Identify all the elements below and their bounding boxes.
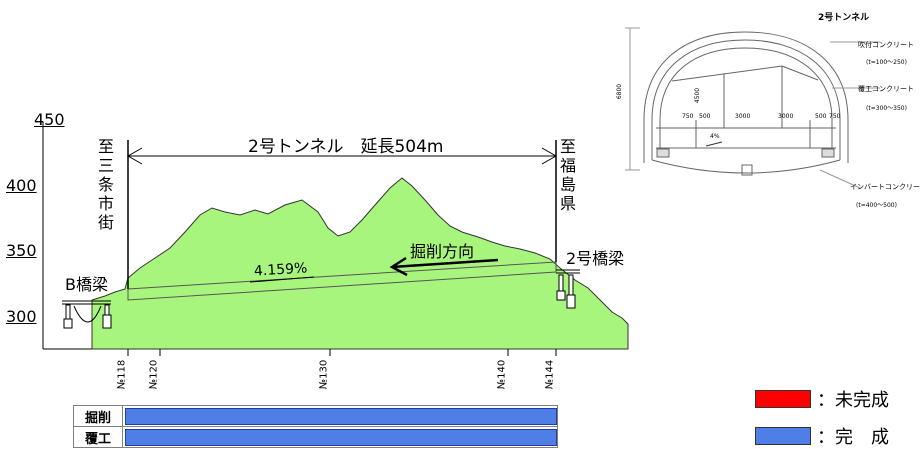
direction-label: 掘削方向 bbox=[410, 242, 475, 261]
station-ticks bbox=[127, 349, 557, 356]
b-bridge-structure bbox=[62, 300, 112, 329]
bar-cell-lining bbox=[122, 426, 558, 448]
tunnel-cross-section bbox=[625, 27, 880, 189]
task-excavation: 掘削 bbox=[73, 405, 123, 427]
dim-750-right: 750 bbox=[829, 113, 841, 120]
dim-500-right: 500 bbox=[815, 113, 827, 120]
gradient-underline bbox=[249, 276, 315, 283]
invert-label: インバートコンクリート bbox=[850, 183, 921, 191]
legend-swatch-blue bbox=[755, 427, 811, 445]
right-destination: 至福島県 bbox=[559, 137, 576, 213]
dim-750-left: 750 bbox=[682, 113, 694, 120]
tunnel-tube bbox=[127, 261, 557, 301]
shotcrete-label: 吹付コンクリート bbox=[858, 41, 914, 49]
legend-label-complete: ：完 成 bbox=[817, 427, 889, 448]
mountain-terrain bbox=[91, 177, 629, 350]
legend-label-incomplete: ：未完成 bbox=[817, 390, 889, 411]
progress-row-lining: 覆工 bbox=[73, 426, 558, 448]
station-140: №140 bbox=[496, 359, 508, 390]
dim-3000-left: 3000 bbox=[735, 113, 751, 120]
invert-thickness: (t=400〜500) bbox=[856, 202, 897, 209]
tunnel-title: 2号トンネル 延長504m bbox=[248, 137, 444, 157]
tunnel-length-arrow bbox=[126, 147, 558, 165]
dim-500-left: 500 bbox=[699, 113, 711, 120]
lining-thickness: (t=300〜350) bbox=[866, 105, 907, 112]
progress-bar-excavation bbox=[125, 407, 557, 425]
elevation-450: 450 bbox=[34, 110, 65, 129]
station-130: №130 bbox=[318, 359, 330, 390]
left-destination: 至三条市街 bbox=[97, 137, 114, 232]
station-118: №118 bbox=[116, 359, 128, 390]
legend-complete: ：完 成 bbox=[755, 423, 889, 449]
dim-height-total: 6800 bbox=[616, 83, 624, 100]
dim-3000-right: 3000 bbox=[778, 113, 794, 120]
b-bridge-label: B橋梁 bbox=[65, 275, 108, 294]
bar-cell-excavation bbox=[122, 405, 558, 427]
section-title: 2号トンネル bbox=[818, 13, 870, 23]
progress-row-excavation: 掘削 bbox=[73, 405, 558, 427]
excavation-direction-arrow bbox=[389, 256, 499, 277]
no2-bridge-label: 2号橋梁 bbox=[566, 249, 625, 268]
dim-height-inner: 4500 bbox=[694, 87, 702, 104]
shotcrete-thickness: (t=100〜250) bbox=[866, 59, 907, 66]
elevation-350: 350 bbox=[6, 241, 37, 260]
dim-slope: 4% bbox=[710, 133, 720, 140]
station-120: №120 bbox=[148, 359, 160, 390]
elevation-300: 300 bbox=[6, 307, 37, 326]
progress-bar-lining bbox=[125, 428, 557, 446]
no2-bridge-structure bbox=[556, 269, 580, 309]
station-144: №144 bbox=[544, 359, 556, 390]
lining-label: 覆工コンクリート bbox=[858, 85, 914, 93]
legend-swatch-red bbox=[755, 390, 811, 408]
elevation-400: 400 bbox=[6, 176, 37, 195]
legend-incomplete: ：未完成 bbox=[755, 386, 889, 412]
task-lining: 覆工 bbox=[73, 426, 123, 448]
gradient-label: 4.159% bbox=[253, 260, 308, 280]
progress-table: 掘削 覆工 bbox=[73, 405, 558, 448]
